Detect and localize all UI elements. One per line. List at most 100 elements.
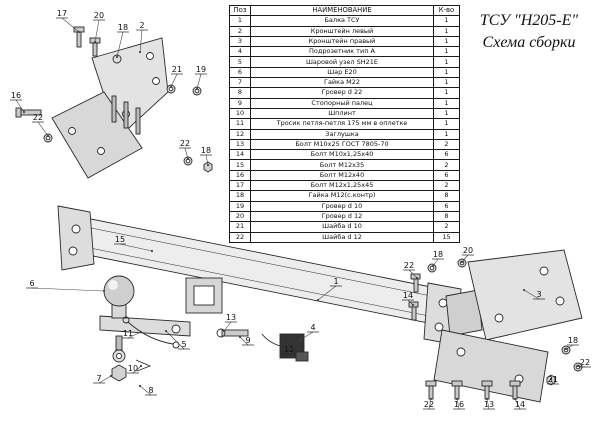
callout-number: 16 <box>11 91 21 100</box>
safety-cable <box>122 316 180 349</box>
pos-cell: 5 <box>229 56 251 68</box>
callout-leader-line <box>31 287 105 292</box>
left-bracket <box>51 37 169 179</box>
callout-leader-line <box>196 73 202 90</box>
qty-cell: 1 <box>433 25 460 37</box>
callout-anchor-dot <box>455 397 459 401</box>
pos-cell: 6 <box>229 66 251 79</box>
pos-cell: 17 <box>229 180 251 192</box>
callout-number: 15 <box>115 235 125 244</box>
callout-anchor-dot <box>169 85 173 89</box>
callout-anchor-dot <box>291 345 295 349</box>
callout-anchor-dot <box>138 50 142 54</box>
callout-number: 22 <box>180 139 190 148</box>
callout-leader-line <box>239 336 249 346</box>
callout-number: 6 <box>29 279 34 288</box>
pos-cell: 22 <box>229 231 251 243</box>
column-header: НАИМЕНОВАНИЕ <box>250 4 434 17</box>
name-cell: Тросик петля-петля 175 мм в оплетке <box>250 118 434 130</box>
name-cell: Болт М12х35 <box>250 159 434 171</box>
qty-cell: 2 <box>433 221 460 233</box>
callout-leader-line <box>432 258 439 267</box>
callout-leader-line <box>407 299 414 306</box>
callout-number: 5 <box>181 340 186 349</box>
pos-cell: 4 <box>229 46 251 58</box>
callout-leader-line <box>299 331 314 341</box>
callout-anchor-dot <box>139 330 143 334</box>
callout-leader-line <box>288 346 294 355</box>
pos-cell: 15 <box>229 159 251 171</box>
name-cell: Кронштейн правый <box>250 35 434 48</box>
callout-anchor-dot <box>576 364 580 368</box>
name-cell: Гайка М22 <box>250 77 434 89</box>
callout-anchor-dot <box>195 87 199 91</box>
callout-number: 18 <box>118 23 128 32</box>
column-header: Поз <box>229 4 251 17</box>
name-cell: Болт М12х40 <box>250 169 434 182</box>
callout-number: 4 <box>310 323 315 332</box>
callout-number: 2 <box>139 21 144 30</box>
callout-anchor-dot <box>77 30 81 34</box>
name-cell: Гайка М12(с.контр) <box>250 190 434 202</box>
callout-leader-line <box>523 289 540 300</box>
title-subtitle: Схема сборки <box>482 33 576 51</box>
pos-cell: 14 <box>229 149 251 161</box>
callout-anchor-dot <box>238 335 242 339</box>
name-cell: Шайба d 12 <box>250 231 434 243</box>
callout-anchor-dot <box>298 338 302 342</box>
qty-cell: 8 <box>433 190 460 202</box>
pos-cell: 9 <box>229 97 251 109</box>
callout-leader-line <box>205 154 209 166</box>
callout-leader-line <box>139 29 143 53</box>
callout-leader-line <box>565 344 574 350</box>
callout-number: 20 <box>463 246 473 255</box>
pos-cell: 13 <box>229 138 251 151</box>
name-cell: Шплинт <box>250 107 434 120</box>
callout-leader-line <box>127 331 142 339</box>
callout-number: 22 <box>580 358 590 367</box>
name-cell: Гровер d 10 <box>250 200 434 212</box>
callout-leader-line <box>461 254 469 263</box>
callout-leader-line <box>94 19 100 43</box>
qty-cell: 1 <box>433 87 460 99</box>
callout-leader-line <box>486 398 490 410</box>
qty-cell: 1 <box>433 128 460 140</box>
callout-leader-line <box>37 121 49 137</box>
callout-anchor-dot <box>316 298 320 302</box>
pos-cell: 7 <box>229 77 251 89</box>
qty-cell: 1 <box>433 46 460 58</box>
qty-cell: 1 <box>433 77 460 89</box>
name-cell: Болт М12х1,25х45 <box>250 180 434 192</box>
callout-anchor-dot <box>150 249 154 253</box>
callout-number: 11 <box>123 329 133 338</box>
pos-cell: 19 <box>229 200 251 212</box>
pos-cell: 21 <box>229 221 251 233</box>
column-header: К-во <box>433 4 460 17</box>
callout-leader-line <box>170 73 178 88</box>
callout-number: 8 <box>148 386 153 395</box>
callout-anchor-dot <box>429 397 433 401</box>
qty-cell: 6 <box>433 149 460 161</box>
callout-number: 22 <box>33 113 43 122</box>
callout-leader-line <box>15 99 25 113</box>
qty-cell: 1 <box>433 66 460 79</box>
callout-anchor-dot <box>206 163 210 167</box>
pos-cell: 2 <box>229 25 251 37</box>
